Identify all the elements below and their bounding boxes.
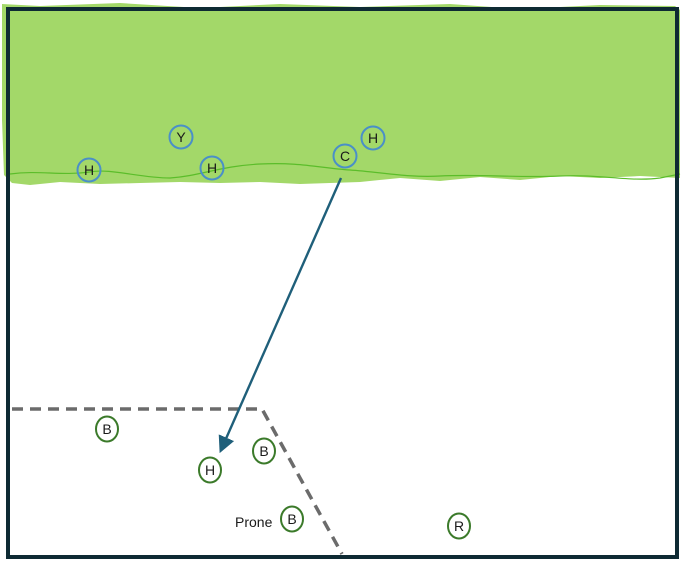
marker-B3: B <box>280 505 304 533</box>
field-frame <box>6 7 679 559</box>
marker-B3-label: B <box>287 511 296 527</box>
marker-Y-label: Y <box>176 129 186 145</box>
marker-R-label: R <box>454 518 464 534</box>
marker-H2-label: H <box>207 160 217 176</box>
marker-C-label: C <box>340 148 350 164</box>
dashed-boundary-line <box>12 407 344 555</box>
marker-B1-label: B <box>102 421 111 437</box>
marker-H1-label: H <box>84 162 94 178</box>
marker-H4: H <box>198 456 222 484</box>
marker-B2-label: B <box>259 443 268 459</box>
grass-area <box>2 3 680 185</box>
marker-H3: H <box>360 125 386 151</box>
marker-H4-label: H <box>205 462 215 478</box>
movement-arrow <box>218 177 343 454</box>
marker-H1: H <box>76 157 102 183</box>
marker-H2: H <box>199 155 225 181</box>
marker-B1: B <box>95 415 119 443</box>
marker-R: R <box>447 512 471 540</box>
prone-annotation: Prone <box>235 514 273 530</box>
marker-Y: Y <box>168 124 194 150</box>
marker-H3-label: H <box>368 130 378 146</box>
marker-B2: B <box>252 437 276 465</box>
marker-C: C <box>332 143 358 169</box>
